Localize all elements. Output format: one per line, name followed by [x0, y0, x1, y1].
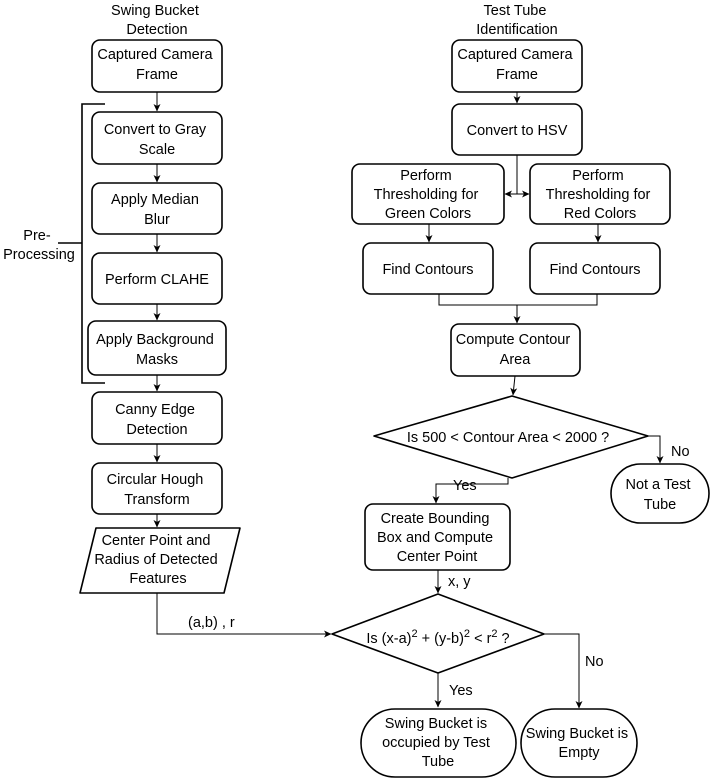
svg-text:Compute Contour Area: Compute Contour Area	[456, 332, 574, 368]
node-background-masks: Apply Background Masks	[87, 320, 227, 376]
node-threshold-green: Perform Thresholding for Green Colors	[351, 163, 505, 225]
svg-text:Perform Thresholding for: Perform Thresholding for Red Colors	[546, 168, 655, 222]
node-median-blur: Apply Median Blur	[91, 182, 223, 235]
svg-text:Create Bounding Box and: Create Bounding Box and Compute Center P…	[377, 511, 497, 565]
svg-text:Find Contours: Find Contours	[382, 262, 473, 278]
title-test-tube-identification: Test Tube Identification	[476, 3, 557, 38]
node-right-captured-frame: Captured Camera Frame	[451, 39, 583, 93]
svg-text:Convert to HSV: Convert to HSV	[467, 123, 568, 139]
node-not-test-tube: Not a Test Tube	[610, 463, 710, 524]
node-convert-hsv: Convert to HSV	[451, 103, 583, 156]
node-bounding-box: Create Bounding Box and Compute Center P…	[364, 503, 511, 571]
node-clahe: Perform CLAHE	[91, 252, 223, 305]
right-edges	[425, 92, 664, 709]
svg-text:Convert to Gray Scale: Convert to Gray Scale	[104, 122, 210, 158]
preprocessing-bracket	[58, 103, 105, 384]
node-left-captured-frame: Captured Camera Frame	[91, 39, 223, 93]
title-swing-bucket-detection: Swing Bucket Detection	[111, 3, 203, 38]
preprocessing-label: Pre- Processing	[3, 228, 75, 263]
svg-text:Captured Camera Frame: Captured Camera Frame	[457, 47, 576, 83]
node-compute-area: Compute Contour Area	[450, 323, 581, 377]
svg-text:Perform CLAHE: Perform CLAHE	[105, 272, 209, 288]
node-bucket-empty: Swing Bucket is Empty	[520, 708, 638, 778]
node-convert-gray: Convert to Gray Scale	[91, 111, 223, 165]
edge-label-no-area: No	[671, 444, 690, 460]
svg-text:Swing Bucket is Empty: Swing Bucket is Empty	[526, 726, 632, 761]
svg-text:Find Contours: Find Contours	[549, 262, 640, 278]
decision-inside-circle: Is (x-a)2 + (y-b)2 < r2 ?	[331, 593, 545, 674]
svg-text:Canny Edge Detection: Canny Edge Detection	[115, 402, 199, 438]
svg-text:Is 500 < Contour Area < 2000 ?: Is 500 < Contour Area < 2000 ?	[407, 430, 609, 446]
svg-text:Swing Bucket is occupied: Swing Bucket is occupied by Test Tube	[382, 716, 494, 770]
edge-label-yes-circle: Yes	[449, 683, 473, 699]
svg-text:Apply Background Masks: Apply Background Masks	[96, 332, 218, 368]
edge-label-ab-r: (a,b) , r	[188, 615, 235, 631]
node-bucket-occupied: Swing Bucket is occupied by Test Tube	[360, 708, 517, 778]
svg-text:Circular Hough Transform: Circular Hough Transform	[107, 472, 208, 508]
svg-text:Not a Test Tube: Not a Test Tube	[625, 477, 694, 513]
svg-text:Captured Camera Frame: Captured Camera Frame	[97, 47, 216, 83]
left-edges	[153, 92, 332, 638]
node-find-contours-red: Find Contours	[529, 242, 661, 295]
svg-text:Is (x-a)2 + (y-b)2 < r2 ?: Is (x-a)2 + (y-b)2 < r2 ?	[366, 628, 509, 647]
edge-label-no-circle: No	[585, 654, 604, 670]
node-canny-edge: Canny Edge Detection	[91, 391, 223, 445]
svg-text:Perform Thresholding for: Perform Thresholding for Green Colors	[374, 168, 483, 222]
node-find-contours-green: Find Contours	[362, 242, 494, 295]
svg-text:Apply Median Blur: Apply Median Blur	[111, 192, 203, 228]
node-circular-hough: Circular Hough Transform	[91, 462, 223, 515]
decision-contour-area: Is 500 < Contour Area < 2000 ?	[373, 395, 649, 479]
svg-text:Center Point and Radius: Center Point and Radius of Detected Feat…	[94, 533, 221, 587]
node-threshold-red: Perform Thresholding for Red Colors	[529, 163, 671, 225]
edge-label-xy: x, y	[448, 574, 471, 590]
node-center-radius: Center Point and Radius of Detected Feat…	[79, 527, 241, 594]
edge-label-yes-area: Yes	[453, 478, 477, 494]
